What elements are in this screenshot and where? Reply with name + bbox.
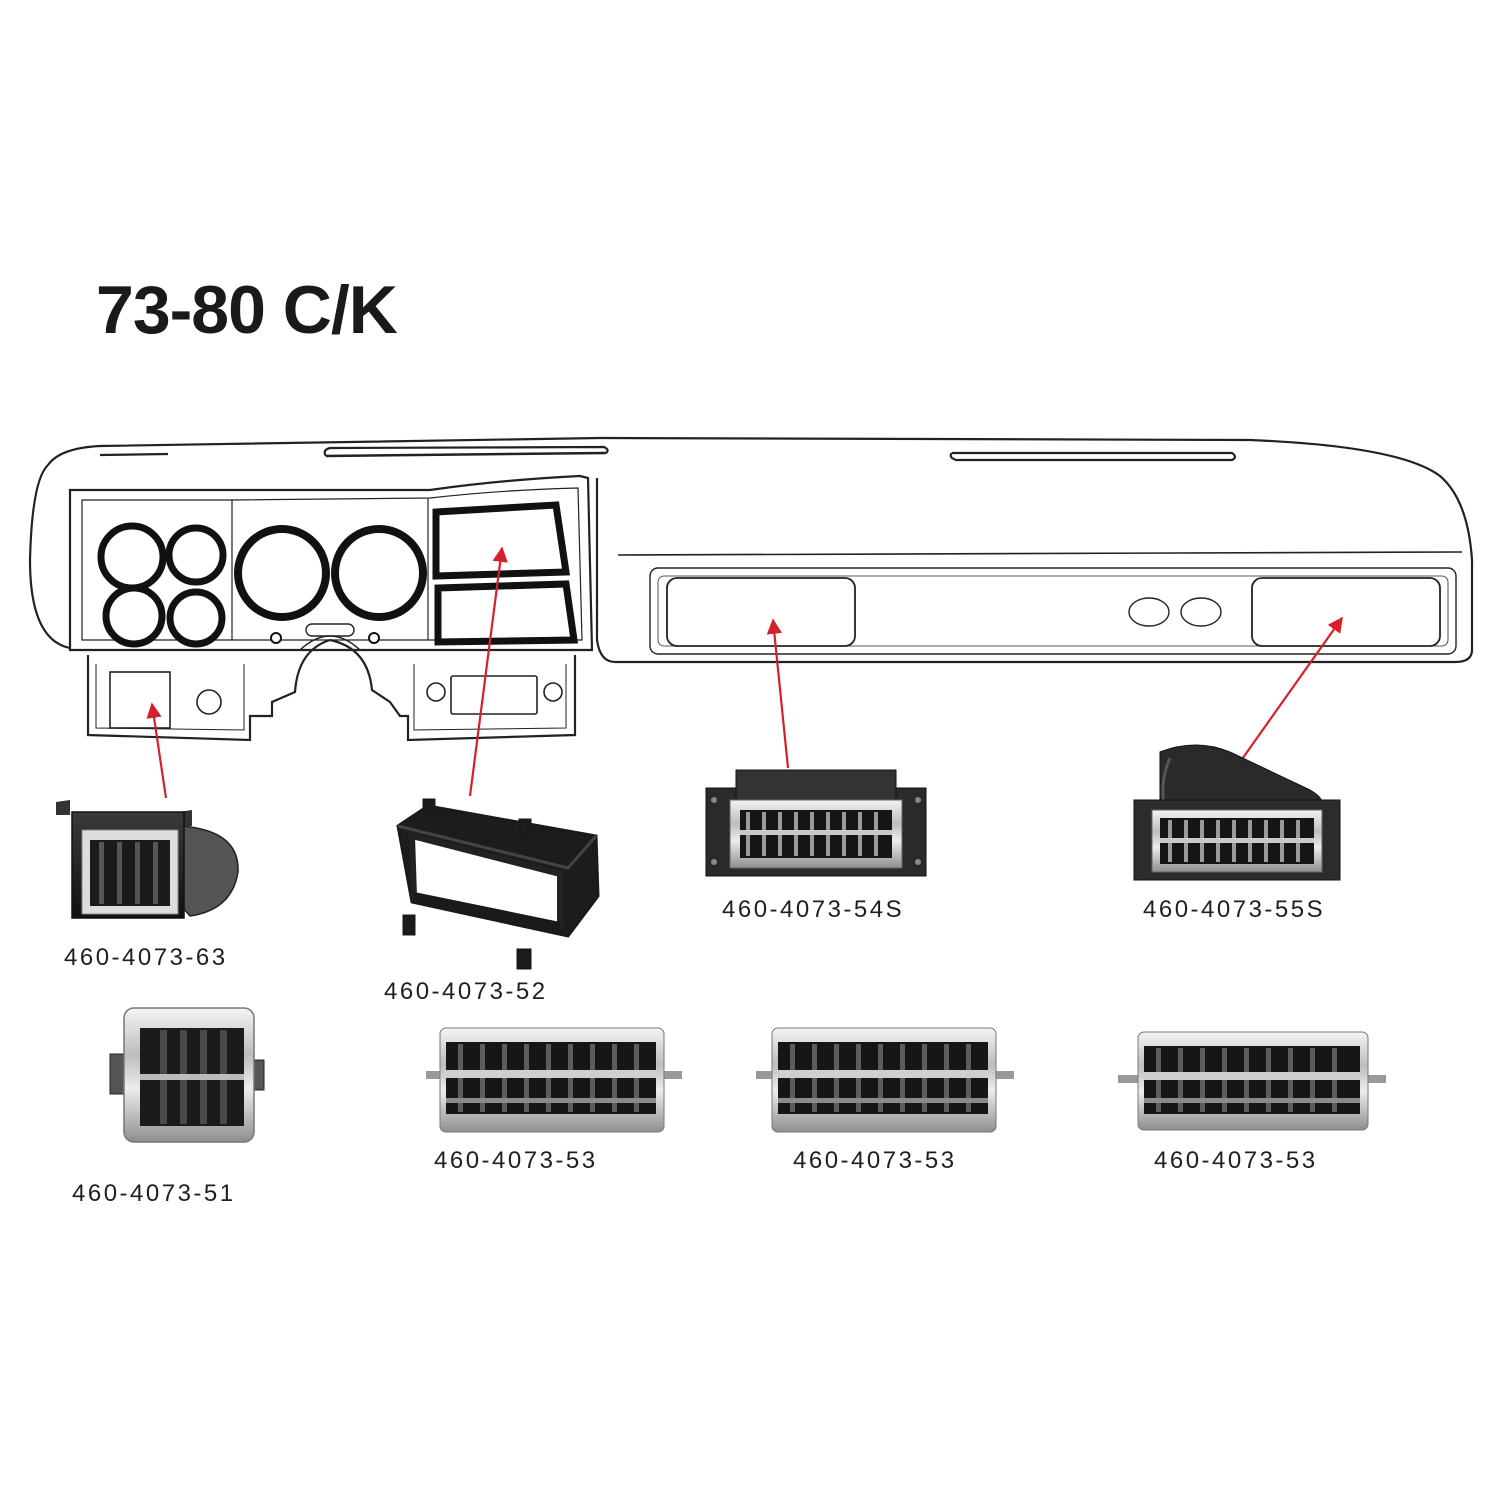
part-51-image bbox=[109, 1007, 265, 1143]
part-55s-image bbox=[1133, 744, 1341, 881]
gauge-holes bbox=[97, 522, 427, 648]
part-number-label: 460-4073-53 bbox=[434, 1147, 598, 1174]
dash-outline bbox=[28, 436, 1474, 742]
part-number-label: 460-4073-63 bbox=[64, 944, 228, 971]
arrow-to-54s bbox=[766, 618, 790, 769]
part-number-label: 460-4073-52 bbox=[384, 978, 548, 1005]
part-number-label: 460-4073-53 bbox=[1154, 1147, 1318, 1174]
arrow-to-55s bbox=[1239, 616, 1343, 763]
lower-dash-panel bbox=[86, 638, 577, 742]
cluster-openings bbox=[432, 501, 579, 646]
arrow-to-52 bbox=[468, 546, 508, 797]
lower-panel-details bbox=[109, 671, 563, 729]
part-53-image-a bbox=[426, 1027, 682, 1133]
part-53-image-b bbox=[756, 1027, 1014, 1133]
diagram-title: 73-80 C/K bbox=[96, 272, 398, 348]
part-number-label: 460-4073-55S bbox=[1143, 896, 1326, 923]
part-number-label: 460-4073-53 bbox=[793, 1147, 957, 1174]
part-53-image-c bbox=[1118, 1031, 1386, 1131]
dash-top-contour bbox=[47, 436, 1474, 664]
part-number-label: 460-4073-51 bbox=[72, 1180, 236, 1207]
arrow-to-63 bbox=[146, 702, 168, 799]
part-52-image bbox=[396, 798, 600, 970]
part-number-label: 460-4073-54S bbox=[722, 896, 905, 923]
part-63-image bbox=[56, 800, 239, 919]
passenger-dash-openings bbox=[649, 567, 1457, 655]
gauge-cluster-bezel bbox=[68, 474, 594, 652]
part-54s-image bbox=[705, 769, 927, 877]
callout-arrows bbox=[146, 546, 1343, 799]
